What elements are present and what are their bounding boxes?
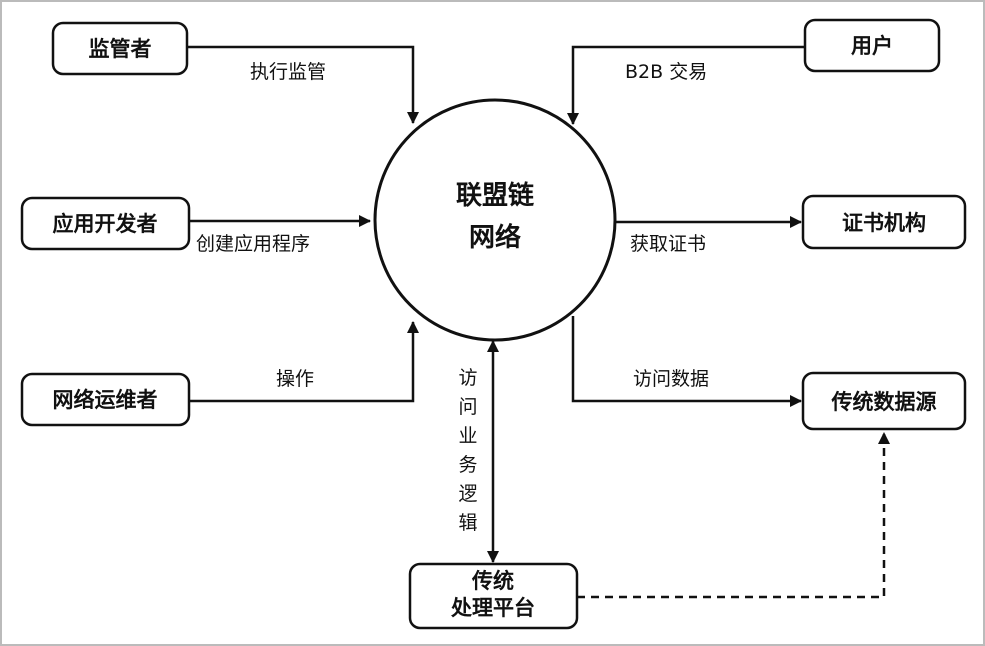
access-business-logic-char-5: 逻 (458, 483, 477, 505)
node-traditional-source: 传统数据源 (801, 371, 967, 431)
access-business-logic-char-1: 访 (458, 367, 477, 389)
traditional-source-label: 传统数据源 (831, 390, 937, 414)
edge-user-to-center (567, 45, 805, 125)
cert-authority-label: 证书机构 (842, 211, 926, 235)
node-user: 用户 (803, 18, 941, 73)
center-title-line1: 联盟链 (456, 180, 534, 211)
edge-label-execute-regulation: 执行监管 (250, 61, 326, 83)
access-business-logic-char-3: 业 (458, 425, 477, 447)
app-developer-label: 应用开发者 (53, 212, 158, 236)
network-ops-label: 网络运维者 (53, 388, 158, 412)
edge-platform-to-traditional-source-dashed (577, 432, 890, 599)
access-business-logic-char-2: 问 (458, 396, 477, 418)
edge-label-operate: 操作 (276, 368, 314, 390)
edge-label-access-data: 访问数据 (633, 368, 709, 390)
edge-label-access-business-logic: 访 问 业 务 逻 辑 (458, 367, 477, 534)
edge-label-get-cert: 获取证书 (630, 233, 706, 255)
regulator-box (51, 21, 189, 76)
node-network-ops: 网络运维者 (20, 372, 191, 427)
traditional-platform-label-line2: 处理平台 (450, 596, 535, 620)
access-business-logic-char-6: 辑 (458, 512, 477, 534)
regulator-label: 监管者 (89, 37, 152, 61)
traditional-platform-label-line1: 传统 (471, 569, 514, 593)
edge-label-b2b-trade: B2B 交易 (625, 61, 707, 83)
traditional-source-box (801, 371, 967, 431)
user-label: 用户 (851, 34, 893, 58)
edge-network-ops-to-center (189, 321, 419, 403)
cert-authority-box (801, 194, 967, 250)
edge-regulator-to-center (187, 45, 419, 124)
user-box (803, 18, 941, 73)
network-ops-box (20, 372, 191, 427)
node-app-developer: 应用开发者 (20, 196, 191, 251)
center-title-line2: 网络 (469, 222, 521, 253)
edge-label-create-app: 创建应用程序 (196, 233, 310, 255)
app-developer-box (20, 196, 191, 251)
node-traditional-platform: 传统 处理平台 (408, 562, 579, 630)
consortium-chain-circle (373, 98, 617, 342)
node-cert-authority: 证书机构 (801, 194, 967, 250)
edge-center-to-traditional-source (571, 316, 802, 407)
access-business-logic-char-4: 务 (458, 454, 477, 476)
node-regulator: 监管者 (51, 21, 189, 76)
